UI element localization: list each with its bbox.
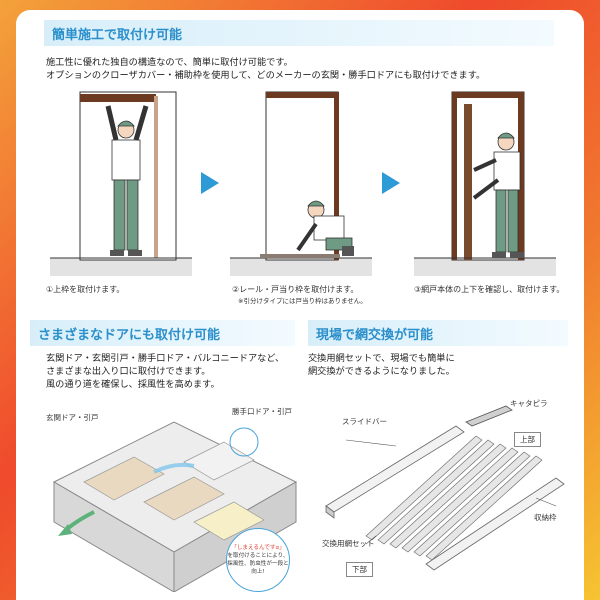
section2-desc-2: さまざまな出入り口に取付けできます。 — [46, 366, 211, 377]
section3-title-bar: 現場で網交換が可能 — [308, 320, 568, 346]
step2-illustration — [230, 91, 372, 276]
callout-brand: 「しまえるんですα」 — [231, 545, 285, 551]
section2-title: さまざまなドアにも取付け可能 — [38, 327, 221, 343]
callout-bubble: 「しまえるんですα」を取付けることにより、採風性、防虫性が一段と向上! — [226, 528, 290, 592]
step2-note: ※引分けタイプには戸当り枠はありません。 — [238, 297, 367, 305]
label-kitchen-door: 勝手口ドア・引戸 — [232, 407, 292, 416]
step3-caption: ③網戸本体の上下を確認し、取付けます。 — [414, 285, 565, 294]
label-entrance-door: 玄関ドア・引戸 — [46, 413, 99, 422]
step3-illustration — [414, 91, 556, 276]
net-exchange-illustration — [325, 405, 565, 571]
step-arrow-1 — [201, 172, 219, 194]
section1-desc-1: 施工性に優れた独自の構造なので、簡単に取付け可能です。 — [46, 57, 293, 68]
label-lower: 下部 — [346, 562, 373, 577]
content-card: 簡単施工で取付け可能 施工性に優れた独自の構造なので、簡単に取付け可能です。 オ… — [16, 10, 584, 600]
section3-desc-1: 交換用網セットで、現場でも簡単に — [308, 353, 455, 364]
label-upper: 上部 — [514, 432, 541, 447]
section3-title: 現場で網交換が可能 — [316, 327, 434, 343]
section1-desc-2: オプションのクローザカバー・補助枠を使用して、どのメーカーの玄関・勝手口ドアにも… — [46, 70, 486, 81]
step-arrow-2 — [382, 172, 400, 194]
step2-caption: ②レール・戸当り枠を取付けます。 — [232, 285, 359, 294]
label-storage-frame: 収納枠 — [534, 513, 557, 522]
section2-desc-1: 玄関ドア・玄関引戸・勝手口ドア・バルコニードアなど、 — [46, 353, 285, 364]
label-net-set: 交換用網セット — [322, 539, 375, 548]
section2-desc-3: 風の通り道を確保し、採風性を高めます。 — [46, 379, 220, 390]
section1-title-bar: 簡単施工で取付け可能 — [44, 20, 554, 46]
label-slide-bar: スライドバー — [342, 417, 387, 426]
label-caterpillar: キャタピラ — [510, 399, 548, 408]
section1-title: 簡単施工で取付け可能 — [52, 27, 183, 43]
section3-desc-2: 網交換ができるようになりました。 — [308, 366, 455, 377]
callout-text: を取付けることにより、採風性、防虫性が一段と向上! — [227, 553, 289, 575]
step1-illustration — [50, 91, 192, 276]
step1-caption: ①上枠を取付けます。 — [46, 285, 125, 294]
section2-title-bar: さまざまなドアにも取付け可能 — [30, 320, 295, 346]
